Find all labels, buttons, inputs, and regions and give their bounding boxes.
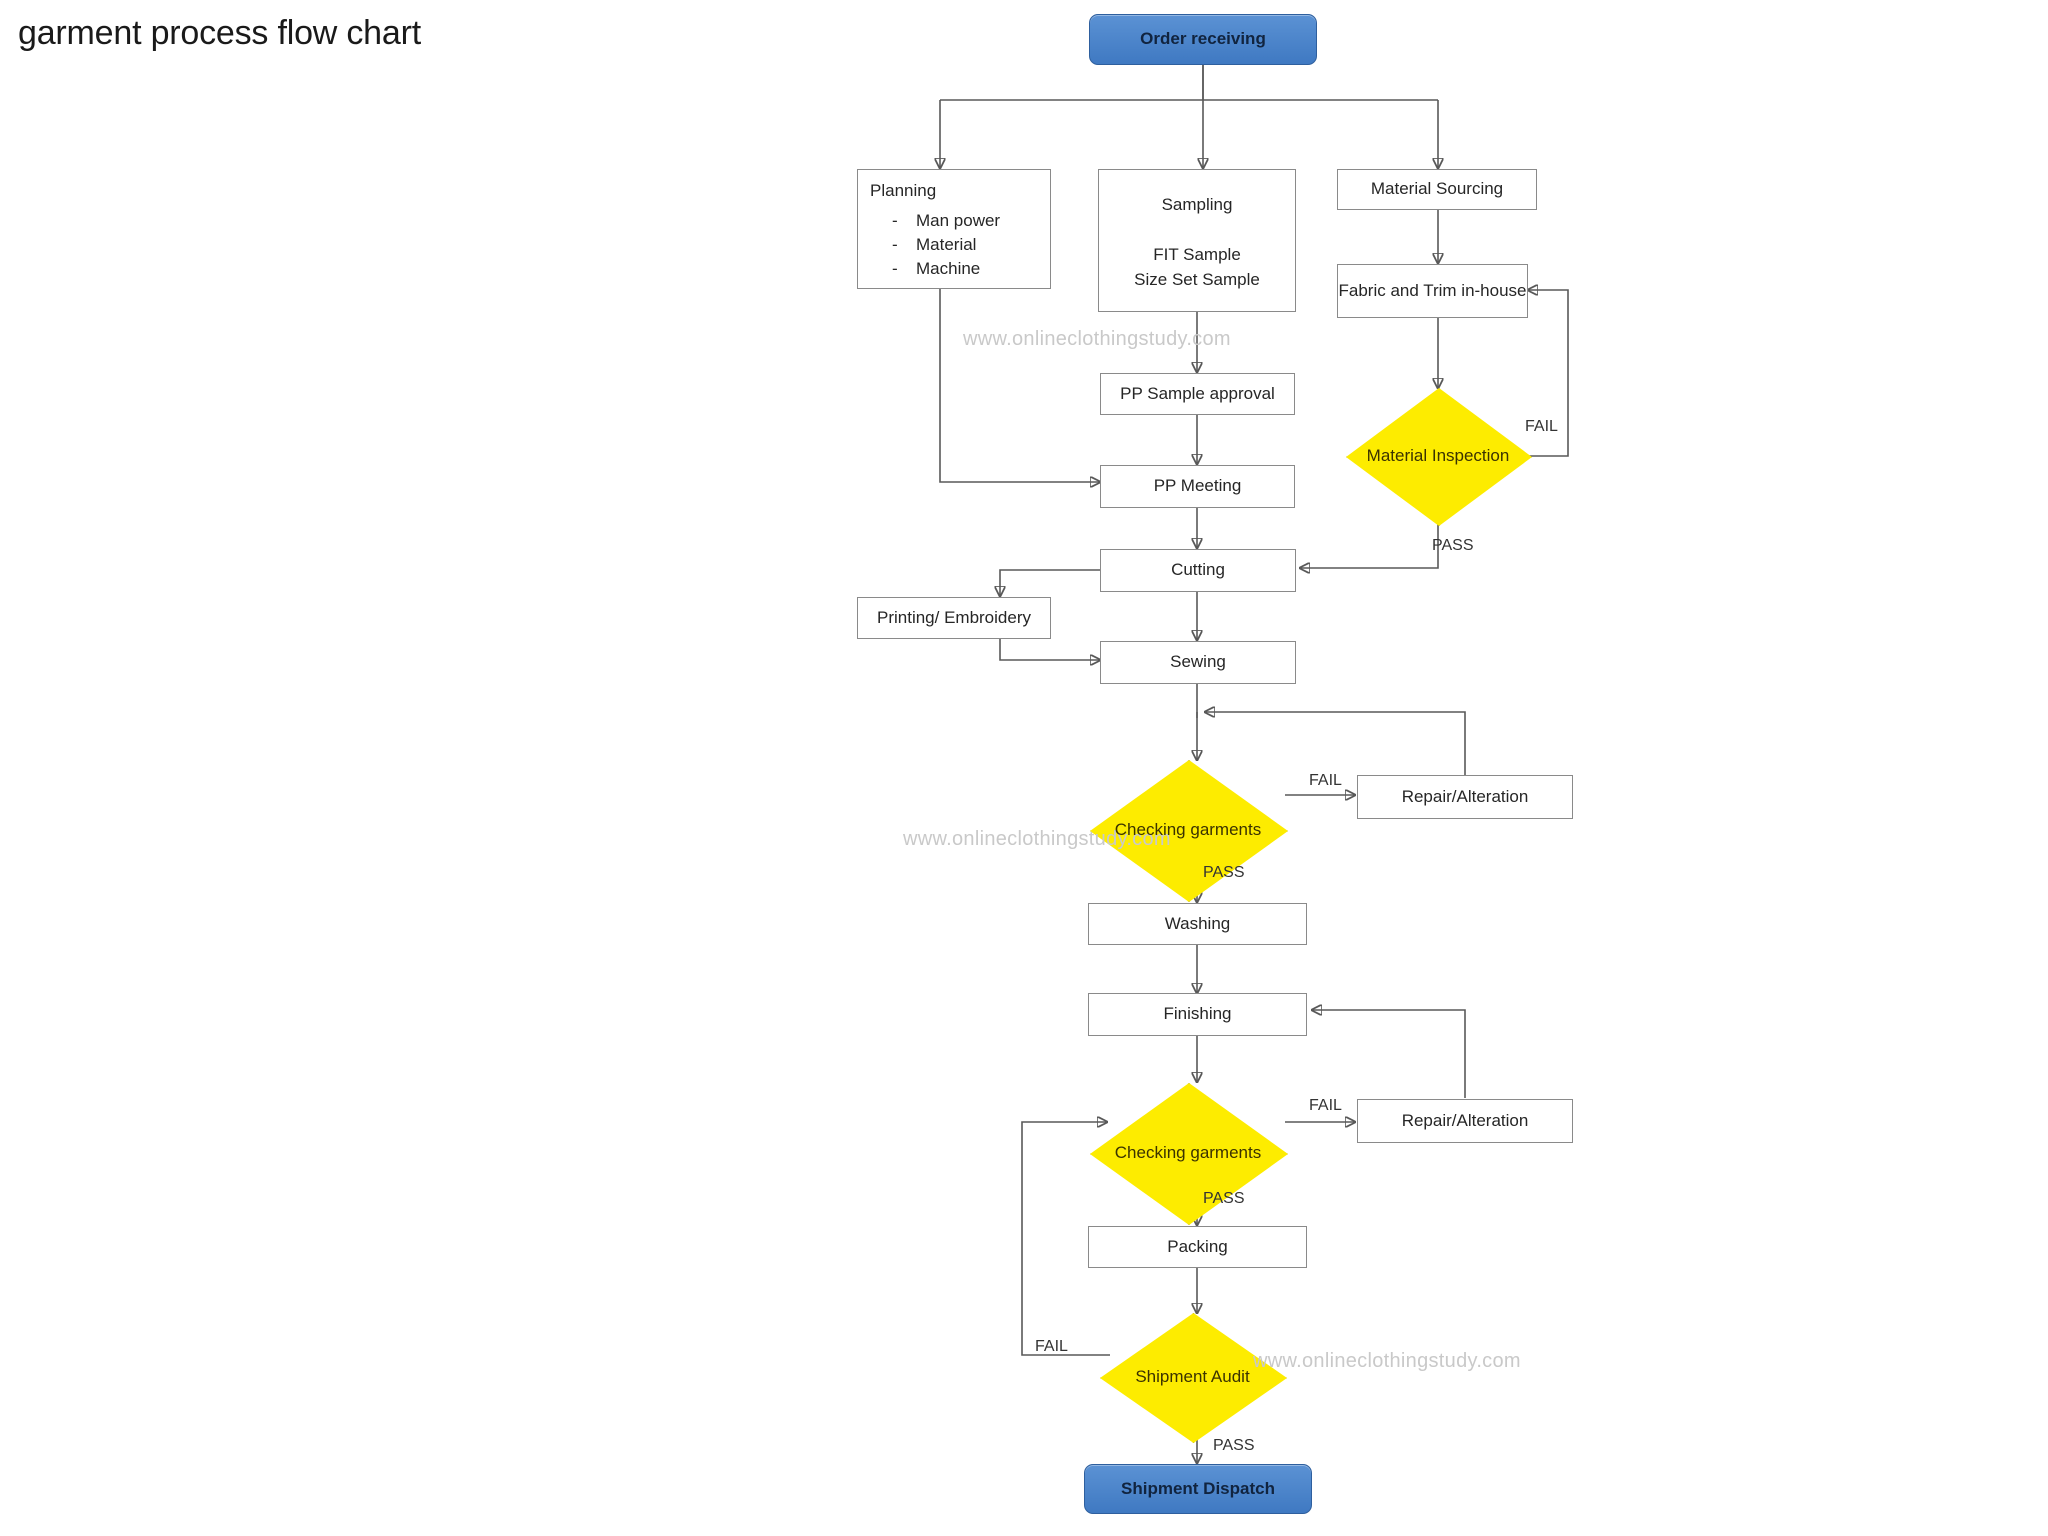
node-washing[interactable]: Washing (1088, 903, 1307, 945)
planning-bullet-machine: Machine (870, 257, 1038, 281)
node-material-inspection[interactable]: Material Inspection (1346, 388, 1532, 526)
edge-label-shipment-audit-pass: PASS (1213, 1437, 1255, 1454)
node-sewing[interactable]: Sewing (1100, 641, 1296, 684)
planning-bullet-material: Material (870, 233, 1038, 257)
edge-label-material-inspection-pass: PASS (1432, 537, 1474, 554)
node-checking-garments-1[interactable]: Checking garments (1090, 760, 1288, 902)
material-inspection-label: Material Inspection (1366, 445, 1510, 465)
edge-label-checking2-fail: FAIL (1309, 1097, 1342, 1114)
edge-label-checking2-pass: PASS (1203, 1190, 1245, 1207)
checking-garments-2-label: Checking garments (1114, 1142, 1262, 1162)
node-packing[interactable]: Packing (1088, 1226, 1307, 1268)
edge-label-material-inspection-fail: FAIL (1525, 418, 1558, 435)
node-pp-meeting[interactable]: PP Meeting (1100, 465, 1295, 508)
node-shipment-dispatch[interactable]: Shipment Dispatch (1084, 1464, 1312, 1514)
node-printing-embroidery[interactable]: Printing/ Embroidery (857, 597, 1051, 639)
sampling-title: Sampling (1161, 195, 1233, 215)
node-fabric-and-trim-in-house[interactable]: Fabric and Trim in-house (1337, 264, 1528, 318)
edge-label-checking1-pass: PASS (1203, 864, 1245, 881)
checking-garments-1-label: Checking garments (1114, 819, 1262, 839)
node-cutting[interactable]: Cutting (1100, 549, 1296, 592)
node-order-receiving[interactable]: Order receiving (1089, 14, 1317, 65)
node-sampling[interactable]: Sampling FIT Sample Size Set Sample (1098, 169, 1296, 312)
page-title: garment process flow chart (18, 14, 421, 52)
planning-bullet-list: Man power Material Machine (870, 209, 1038, 282)
node-finishing[interactable]: Finishing (1088, 993, 1307, 1036)
node-material-sourcing[interactable]: Material Sourcing (1337, 169, 1537, 210)
node-planning[interactable]: Planning Man power Material Machine (857, 169, 1051, 289)
edge-label-checking1-fail: FAIL (1309, 772, 1342, 789)
node-repair-alteration-1[interactable]: Repair/Alteration (1357, 775, 1573, 819)
planning-title: Planning (870, 181, 937, 200)
edge-label-shipment-audit-fail: FAIL (1035, 1338, 1068, 1355)
planning-bullet-manpower: Man power (870, 209, 1038, 233)
node-shipment-audit[interactable]: Shipment Audit (1100, 1313, 1287, 1443)
sampling-subline-fit: FIT Sample (1153, 245, 1241, 265)
node-pp-sample-approval[interactable]: PP Sample approval (1100, 373, 1295, 415)
node-checking-garments-2[interactable]: Checking garments (1090, 1083, 1288, 1225)
sampling-subline-sizeset: Size Set Sample (1134, 269, 1260, 289)
shipment-audit-label: Shipment Audit (1135, 1366, 1250, 1386)
node-repair-alteration-2[interactable]: Repair/Alteration (1357, 1099, 1573, 1143)
